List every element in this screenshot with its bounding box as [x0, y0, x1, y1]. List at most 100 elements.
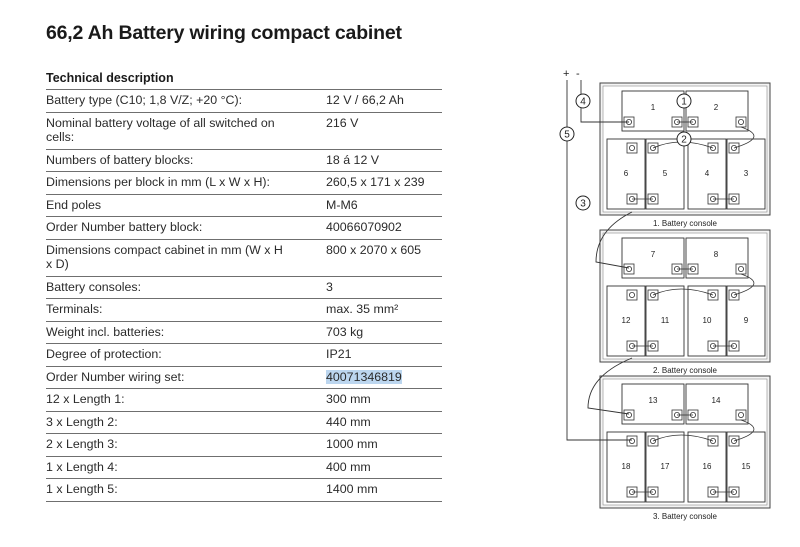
- terminal-bolt: [626, 265, 633, 272]
- battery-block: [687, 285, 727, 357]
- spec-row: Dimensions per block in mm (L x W x H):2…: [46, 171, 442, 195]
- spec-label: Nominal battery voltage of all switched …: [46, 115, 275, 145]
- battery-block: [606, 285, 646, 357]
- callout-number: 5: [564, 130, 570, 141]
- wire-length-3: [595, 211, 633, 269]
- link-cable: [652, 288, 714, 296]
- spec-value: 1400 mm: [326, 482, 378, 496]
- battery-number: 14: [712, 396, 721, 405]
- spec-row: Nominal battery voltage of all switched …: [46, 112, 442, 149]
- spec-row: Weight incl. batteries: 703 kg: [46, 321, 442, 344]
- spec-row: Numbers of battery blocks: 18 á 12 V: [46, 149, 442, 172]
- spec-row: Terminals:max. 35 mm²: [46, 298, 442, 322]
- spec-value: 40066070902: [326, 220, 402, 234]
- spec-value: max. 35 mm²: [326, 302, 399, 316]
- spec-value: 440 mm: [326, 414, 371, 429]
- spec-row: Order Number battery block:40066070902: [46, 216, 442, 240]
- battery-terminal: [623, 409, 635, 421]
- section-heading: Technical description: [46, 71, 174, 85]
- battery-terminal: [626, 435, 638, 447]
- spec-value: 216 V: [326, 115, 359, 130]
- spec-row: 3 x Length 2: 440 mm: [46, 411, 442, 434]
- callout-markers: 1 2 3 4 5: [559, 93, 692, 211]
- callout-3: 3: [575, 195, 591, 211]
- terminal-bolt: [731, 437, 738, 444]
- spec-table: Battery type (C10; 1,8 V/Z; +20 °C):12 V…: [46, 89, 442, 502]
- terminal-bolt: [731, 291, 738, 298]
- battery-number: 11: [661, 316, 670, 325]
- callout-4: 4: [575, 93, 591, 109]
- spec-value: 260,5 x 171 x 239: [326, 175, 425, 189]
- terminal-bolt: [626, 411, 633, 418]
- spec-value: 400 mm: [326, 459, 371, 474]
- spec-value: 703 kg: [326, 324, 364, 339]
- spec-value: M-M6: [326, 197, 358, 212]
- spec-label: Battery consoles:: [46, 279, 142, 294]
- spec-value: 800 x 2070 x 605: [326, 242, 422, 257]
- callout-number: 4: [580, 97, 586, 108]
- wire-length-5: [566, 80, 632, 441]
- terminal-bolt: [629, 291, 636, 298]
- spec-label: Degree of protection:: [46, 347, 162, 361]
- spec-value: IP21: [326, 347, 352, 361]
- terminal-bolt: [738, 119, 745, 126]
- terminal-bolt: [710, 144, 717, 151]
- callout-1: 1: [676, 93, 692, 109]
- battery-terminal: [735, 116, 747, 128]
- terminal-bolt: [629, 437, 636, 444]
- battery-number: 10: [703, 316, 712, 325]
- battery-terminal: [626, 142, 638, 154]
- battery-terminal: [626, 289, 638, 301]
- spec-label: End poles: [46, 197, 102, 212]
- battery-number: 7: [651, 250, 656, 259]
- spec-row: 1 x Length 4: 400 mm: [46, 456, 442, 479]
- battery-block: [687, 431, 727, 503]
- console-caption: 1. Battery console: [653, 219, 718, 228]
- battery-number: 6: [624, 169, 629, 178]
- spec-row: Dimensions compact cabinet in mm (W x H …: [46, 239, 442, 276]
- terminal-bolt: [710, 437, 717, 444]
- spec-row: Battery consoles:3: [46, 276, 442, 299]
- spec-label: 12 x Length 1:: [46, 392, 125, 406]
- spec-label: Weight incl. batteries:: [46, 324, 165, 339]
- spec-label: 1 x Length 4:: [46, 459, 118, 474]
- spec-row: Order Number wiring set:40071346819: [46, 366, 442, 389]
- battery-number: 18: [622, 462, 631, 471]
- terminal-bolt: [738, 265, 745, 272]
- link-cable: [733, 273, 755, 296]
- spec-label: Battery type (C10; 1,8 V/Z; +20 °C):: [46, 93, 243, 107]
- terminal-bolt: [710, 291, 717, 298]
- link-cable: [652, 434, 714, 442]
- callout-circle: [575, 195, 591, 211]
- battery-terminal: [735, 409, 747, 421]
- battery-block: [687, 138, 727, 210]
- battery-number: 4: [705, 169, 710, 178]
- spec-value-highlighted[interactable]: 40071346819: [326, 369, 402, 384]
- terminal-bolt: [731, 144, 738, 151]
- callout-circle: [676, 93, 692, 109]
- spec-row: End poles M-M6: [46, 194, 442, 217]
- battery-block: [606, 138, 646, 210]
- spec-row: Degree of protection: IP21: [46, 343, 442, 367]
- spec-label: Numbers of battery blocks:: [46, 152, 194, 167]
- terminal-bolt: [650, 437, 657, 444]
- link-cable: [733, 126, 755, 149]
- link-cable: [733, 419, 755, 442]
- battery-number: 12: [622, 316, 631, 325]
- spec-value: 18 á 12 V: [326, 152, 380, 167]
- battery-number: 5: [663, 169, 668, 178]
- battery-number: 17: [661, 462, 670, 471]
- spec-label: 2 x Length 3:: [46, 437, 118, 451]
- battery-terminal: [735, 263, 747, 275]
- spec-label: 3 x Length 2:: [46, 414, 118, 429]
- spec-label: 1 x Length 5:: [46, 482, 118, 496]
- wire-length-3: [587, 357, 633, 415]
- battery-number: 2: [714, 103, 719, 112]
- callout-2: 2: [676, 131, 692, 147]
- battery-number: 8: [714, 250, 719, 259]
- battery-number: 3: [744, 169, 749, 178]
- battery-number: 9: [744, 316, 749, 325]
